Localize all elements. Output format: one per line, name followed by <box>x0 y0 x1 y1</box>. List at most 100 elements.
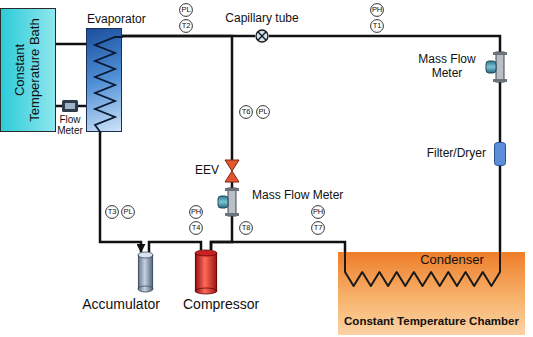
component-label: Mass Flow Meter <box>414 53 480 81</box>
sensor-label: T3 <box>105 205 119 219</box>
pipe-line <box>78 105 86 108</box>
sensor-label: T4 <box>189 221 203 235</box>
component-label: Filter/Dryer <box>427 147 486 161</box>
cap-part <box>258 32 266 40</box>
acc-part <box>138 252 153 258</box>
filter-symbol <box>494 142 506 166</box>
component-label: Constant Temperature Bath <box>13 12 43 128</box>
comp-part <box>195 253 216 291</box>
capillary-tube: Capillary tube <box>255 29 269 43</box>
sensor-part <box>240 106 253 119</box>
sensor-label: T7 <box>311 221 325 235</box>
sensor-part <box>312 222 325 235</box>
mfm-part <box>228 188 236 216</box>
sensor-circle: PL <box>256 105 270 119</box>
eev-symbol <box>225 160 239 182</box>
sensor-label: T1 <box>370 19 384 33</box>
sensor-part <box>180 4 193 17</box>
mfm-part <box>493 52 507 55</box>
comp-symbol <box>195 250 217 294</box>
sensor-label: PL <box>256 105 270 119</box>
pipe-line <box>149 242 201 252</box>
mfm-symbol <box>218 188 246 216</box>
sensor-circle: T8 <box>239 221 253 235</box>
sensor-circle: PL <box>121 205 135 219</box>
pipe-line <box>56 43 86 46</box>
component-label: Evaporator <box>87 13 146 27</box>
compressor: Compressor <box>195 250 217 294</box>
acc-symbol <box>138 252 153 292</box>
sensor-part <box>371 20 384 33</box>
sensor-label: T2 <box>179 19 193 33</box>
comp-part <box>195 253 217 291</box>
component-label: Capillary tube <box>225 12 298 26</box>
component-label: Flow Meter <box>55 114 85 136</box>
pipe-line <box>499 82 502 142</box>
cap-part <box>256 30 268 42</box>
bath-box: Constant Temperature Bath <box>0 8 56 132</box>
cap-symbol <box>255 29 269 43</box>
pipe-line <box>231 182 234 188</box>
eev-part <box>225 160 239 182</box>
pipe-group <box>56 36 500 252</box>
evap-symbol <box>87 29 123 133</box>
sensor-circle: T3 <box>105 205 119 219</box>
mfm-part <box>218 196 228 208</box>
acc-part <box>138 255 152 289</box>
evaporator: Evaporator <box>86 28 122 132</box>
flow-part <box>65 103 75 109</box>
sensor-label: T6 <box>239 105 253 119</box>
sensor-label: PH <box>189 205 203 219</box>
pipe-line <box>100 132 141 252</box>
mfm-symbol <box>486 52 514 82</box>
sensor-label: PH <box>370 3 384 17</box>
pipe-line <box>56 105 62 108</box>
pipe-line <box>211 216 232 250</box>
component-label: Constant Temperature Chamber <box>341 315 522 328</box>
sensor-circle: T4 <box>189 221 203 235</box>
mfm-part <box>486 61 496 73</box>
pipe-line <box>269 36 500 52</box>
mass-flow-meter: Mass Flow Meter <box>218 188 246 216</box>
expansion-valve: EEV <box>225 160 239 182</box>
sensor-circle: T2 <box>179 19 193 33</box>
pipe-line <box>211 242 345 252</box>
sensor-part <box>122 206 135 219</box>
sensor-part <box>190 206 203 219</box>
condenser-chamber: CondenserConstant Temperature Chamber <box>338 252 525 335</box>
sensor-circle: PH <box>189 205 203 219</box>
chamber-part <box>345 252 500 286</box>
evap-part <box>95 37 123 133</box>
sensor-label: T8 <box>239 221 253 235</box>
acc-part <box>138 255 153 289</box>
mfm-part <box>496 52 504 82</box>
flow-symbol <box>62 100 78 112</box>
flow-meter: Flow Meter <box>62 100 78 112</box>
acc-part <box>138 286 153 292</box>
pipe-line <box>122 36 232 160</box>
sensor-circle: T6 <box>239 105 253 119</box>
sensor-label: PL <box>179 3 193 17</box>
component-label: Mass Flow Meter <box>252 188 343 202</box>
mfm-part <box>493 79 507 82</box>
component-label: Condenser <box>410 253 494 268</box>
mfm-part <box>225 213 239 216</box>
accumulator: Accumulator <box>138 252 153 292</box>
sensor-label: PH <box>311 205 325 219</box>
sensor-part <box>312 206 325 219</box>
filter-part <box>495 143 506 166</box>
component-label: Accumulator <box>82 296 160 312</box>
comp-part <box>195 288 217 294</box>
sensor-circle: PH <box>370 3 384 17</box>
flow-part <box>62 100 78 112</box>
component-label: EEV <box>195 164 219 178</box>
sensor-part <box>190 222 203 235</box>
filter-dryer: Filter/Dryer <box>494 142 506 166</box>
sensor-part <box>240 222 253 235</box>
mfm-part <box>225 188 239 191</box>
comp-part <box>195 250 217 256</box>
pipe-line <box>499 166 502 252</box>
sensor-circle: T7 <box>311 221 325 235</box>
